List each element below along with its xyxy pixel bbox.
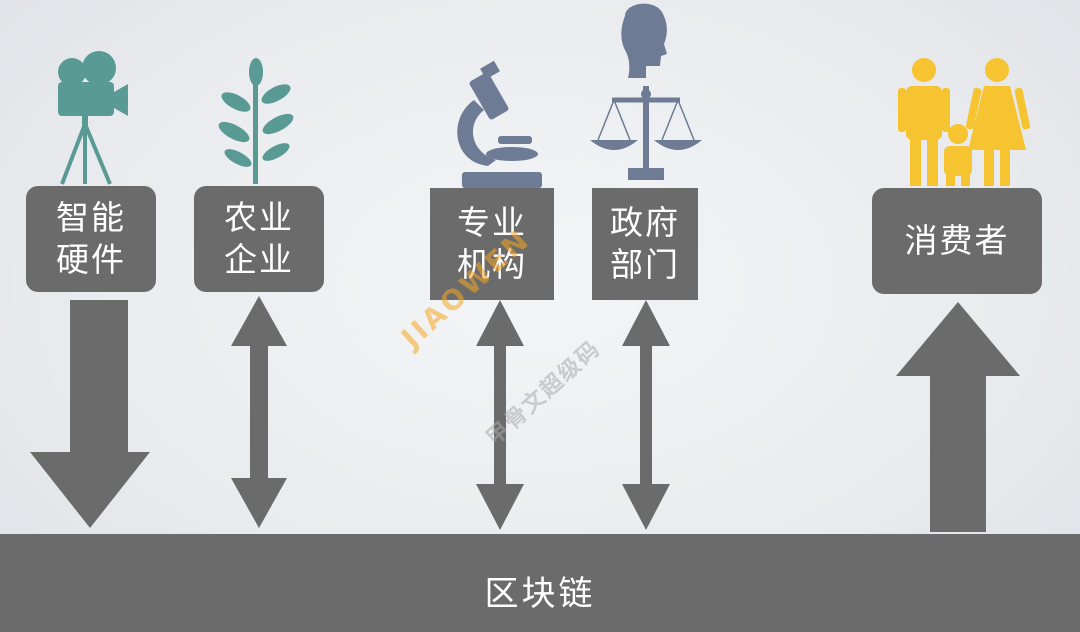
node-label-line1: 政府 [610,203,680,242]
blockchain-label: 区块链 [484,573,596,614]
arrow-bidirectional-inst [476,300,524,530]
node-label-line1: 智能 [56,198,126,237]
family-icon [898,58,1031,186]
node-government-department: 政府 部门 [592,188,698,300]
node-smart-hardware: 智能 硬件 [26,186,156,292]
video-camera-icon [58,51,128,185]
node-label-line2: 部门 [610,245,680,284]
arrow-down-hardware [30,300,150,528]
node-label-line2: 机构 [457,245,527,284]
arrow-bidirectional-agri [231,296,287,528]
node-label-line1: 农业 [224,198,294,237]
node-agri-enterprise: 农业 企业 [194,186,324,292]
node-consumer: 消费者 [872,188,1042,294]
plant-icon [218,58,294,184]
arrow-bidirectional-gov [622,300,670,530]
blockchain-base: 区块链 [0,534,1080,632]
microscope-icon [457,60,542,188]
node-label: 消费者 [904,221,1010,260]
node-label-line1: 专业 [457,203,527,242]
node-professional-institution: 专业 机构 [430,188,554,300]
arrow-up-consumer [896,302,1020,532]
node-label-line2: 硬件 [56,240,126,279]
node-label-line2: 企业 [224,240,294,279]
scales-of-justice-icon [590,3,702,180]
